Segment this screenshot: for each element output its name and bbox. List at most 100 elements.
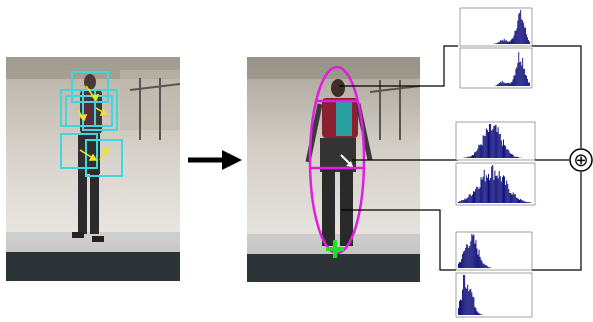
histogram-bar bbox=[486, 177, 488, 203]
histogram-bar bbox=[477, 312, 479, 315]
histogram-bar bbox=[519, 62, 521, 86]
histogram-bar bbox=[476, 150, 478, 158]
histogram-bar bbox=[520, 61, 522, 86]
histogram-bar bbox=[527, 78, 528, 86]
histogram-bar bbox=[476, 311, 478, 315]
part-box-torso-right bbox=[82, 89, 118, 131]
histogram-bar bbox=[467, 244, 469, 268]
histogram-bar bbox=[470, 155, 472, 158]
histogram-bar bbox=[500, 140, 502, 158]
histogram-bar bbox=[497, 127, 499, 158]
histogram-bar bbox=[471, 234, 473, 268]
histogram-bar bbox=[478, 189, 480, 203]
histogram-bar bbox=[497, 83, 499, 86]
histogram-bar bbox=[463, 275, 465, 315]
histogram-bar bbox=[504, 176, 506, 203]
histogram-bar bbox=[465, 287, 467, 315]
histogram-bar bbox=[474, 191, 476, 203]
histogram-bar bbox=[496, 43, 497, 44]
histogram-bar bbox=[505, 83, 507, 86]
histogram-panel bbox=[455, 162, 536, 206]
histogram-bar bbox=[458, 201, 459, 203]
histogram-bar bbox=[522, 20, 524, 44]
histogram-bar bbox=[474, 307, 476, 315]
histogram-bar bbox=[465, 247, 467, 268]
histogram-bar bbox=[485, 264, 487, 268]
histogram-bar bbox=[473, 234, 475, 268]
histogram-bar bbox=[461, 200, 463, 203]
histogram-bar bbox=[488, 131, 489, 158]
histogram-panel bbox=[459, 47, 533, 89]
histogram-bar bbox=[473, 297, 475, 315]
histogram-bar bbox=[528, 202, 530, 203]
histogram-bar bbox=[513, 35, 515, 44]
histogram-bar bbox=[482, 263, 484, 268]
histogram-bar bbox=[521, 200, 523, 203]
histogram-bar bbox=[517, 20, 519, 44]
histogram-bar bbox=[466, 198, 468, 203]
histogram-bar bbox=[483, 263, 485, 268]
histogram-bar bbox=[459, 262, 460, 268]
histogram-bar bbox=[470, 241, 472, 268]
histogram-bar bbox=[494, 125, 496, 158]
histogram-bar bbox=[466, 288, 468, 315]
histogram-bar bbox=[477, 186, 479, 203]
histogram-bar bbox=[518, 13, 520, 45]
histogram-bar bbox=[515, 197, 517, 203]
histogram-bar bbox=[462, 253, 464, 268]
histogram-bar bbox=[469, 194, 471, 203]
histogram-bar bbox=[510, 193, 512, 203]
histogram-panels bbox=[455, 7, 536, 318]
histogram-bar bbox=[526, 34, 527, 44]
connector-lines bbox=[339, 45, 458, 271]
part-box-hip bbox=[65, 95, 113, 127]
histogram-bar bbox=[485, 175, 487, 203]
histogram-bar bbox=[503, 175, 504, 203]
histogram-bar bbox=[478, 144, 480, 158]
histogram-panel bbox=[459, 7, 533, 47]
histogram-bar bbox=[509, 152, 511, 158]
histogram-bar bbox=[504, 40, 506, 44]
histogram-bar bbox=[526, 75, 527, 86]
histogram-bar bbox=[463, 251, 465, 268]
histogram-bar bbox=[487, 266, 489, 268]
histogram-bar bbox=[486, 129, 488, 158]
histogram-bar bbox=[520, 198, 522, 203]
histogram-bar bbox=[496, 42, 498, 44]
histogram-bar bbox=[500, 82, 502, 86]
histogram-bar bbox=[478, 313, 480, 315]
histogram-bar bbox=[481, 145, 483, 158]
histogram-bar bbox=[507, 41, 509, 44]
histogram-bar bbox=[488, 267, 490, 268]
histogram-bar bbox=[483, 135, 485, 158]
histogram-bar bbox=[520, 10, 522, 44]
histogram-bar bbox=[465, 199, 467, 203]
histogram-bar bbox=[509, 41, 511, 44]
histogram-bar bbox=[526, 202, 528, 203]
histogram-bar bbox=[497, 42, 499, 44]
histogram-bar bbox=[521, 65, 523, 86]
histogram-bar bbox=[479, 256, 481, 268]
histogram-bar bbox=[517, 62, 519, 86]
histogram-bar bbox=[501, 80, 503, 86]
histogram-bar bbox=[511, 38, 513, 44]
histogram-bar bbox=[473, 191, 474, 203]
center-marker-icon bbox=[326, 240, 344, 258]
histogram-bar bbox=[476, 186, 478, 203]
histogram-bar bbox=[489, 180, 491, 203]
histogram-bar bbox=[460, 201, 462, 203]
histogram-bar bbox=[492, 129, 494, 158]
histogram-bar bbox=[488, 173, 489, 203]
histogram-bar bbox=[472, 235, 474, 268]
histogram-bar bbox=[514, 75, 516, 86]
histogram-bar bbox=[489, 124, 491, 158]
left-photo bbox=[6, 57, 181, 281]
histogram-bar bbox=[468, 247, 470, 268]
histogram-bar bbox=[483, 169, 485, 203]
histogram-bar bbox=[469, 245, 471, 268]
histogram-bar bbox=[490, 177, 492, 203]
histogram-bar bbox=[464, 250, 466, 268]
histogram-bar bbox=[508, 189, 510, 203]
histogram-bar bbox=[480, 144, 482, 158]
